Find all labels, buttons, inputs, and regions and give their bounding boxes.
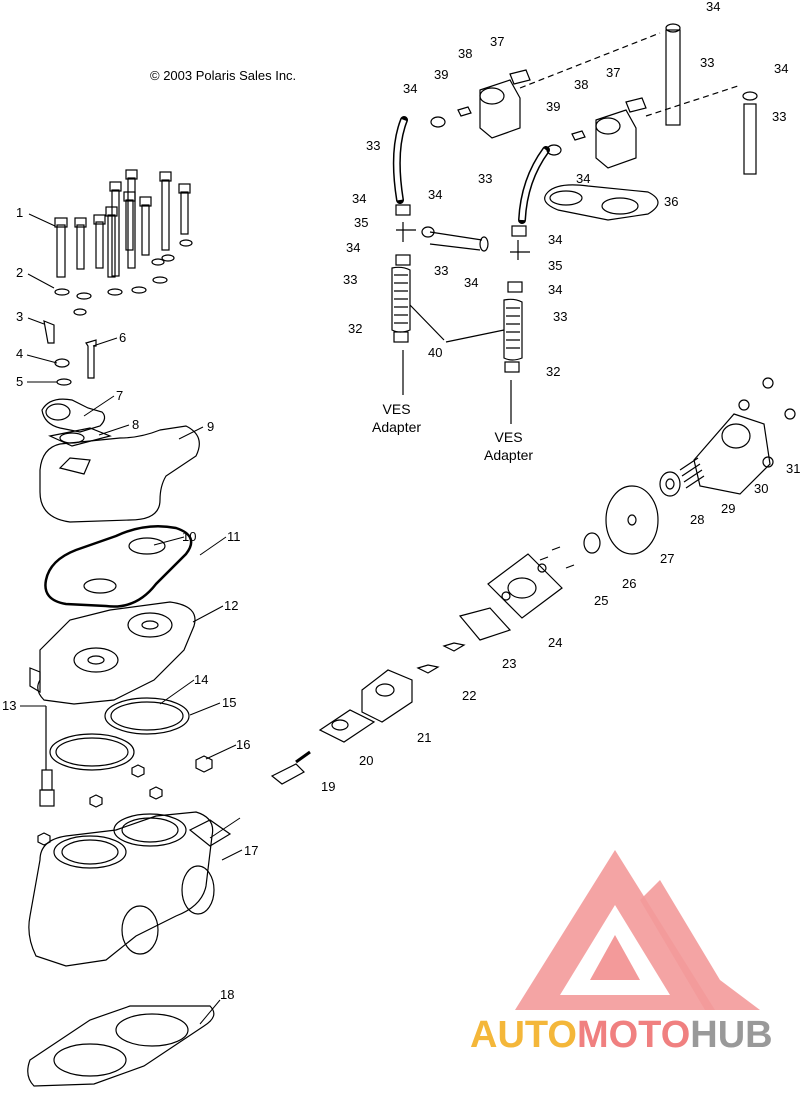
- brand-auto: AUTO: [470, 1014, 577, 1056]
- callout-29: 29: [721, 501, 736, 516]
- callout-6: 6: [119, 330, 127, 345]
- callout-31: 31: [786, 461, 800, 476]
- callout-11: 11: [227, 529, 241, 544]
- callout-34: 34: [352, 191, 367, 206]
- callout-13: 13: [2, 698, 17, 713]
- ves-adapter-label-right: VES Adapter: [484, 428, 533, 464]
- callout-38: 38: [458, 46, 473, 61]
- copyright-text: © 2003 Polaris Sales Inc.: [150, 68, 297, 83]
- callout-16: 16: [236, 737, 251, 752]
- callout-37: 37: [606, 65, 621, 80]
- callout-27: 27: [660, 551, 675, 566]
- callout-34: 34: [548, 232, 563, 247]
- callout-36: 36: [664, 194, 679, 209]
- ves-adapter-label-left: VES Adapter: [372, 400, 421, 436]
- callout-24: 24: [548, 635, 563, 650]
- callout-9: 9: [207, 419, 215, 434]
- callout-28: 28: [690, 512, 705, 527]
- ves-label-line1: VES: [382, 401, 411, 417]
- callout-34: 34: [403, 81, 418, 96]
- callout-18: 18: [220, 987, 235, 1002]
- leader-lines: [20, 213, 243, 1025]
- callout-3: 3: [16, 309, 24, 324]
- callout-34: 34: [706, 0, 721, 14]
- callout-30: 30: [754, 481, 769, 496]
- callout-1: 1: [16, 205, 24, 220]
- callout-33: 33: [478, 171, 493, 186]
- callout-2: 2: [16, 265, 24, 280]
- callout-5: 5: [16, 374, 24, 389]
- head-bolts: [54, 169, 191, 278]
- callout-19: 19: [321, 779, 336, 794]
- callout-35: 35: [354, 215, 369, 230]
- callout-25: 25: [594, 593, 609, 608]
- ves-label-line2: Adapter: [484, 447, 534, 463]
- callout-33: 33: [772, 109, 787, 124]
- callout-33: 33: [553, 309, 568, 324]
- callout-37: 37: [490, 34, 505, 49]
- callout-33: 33: [343, 272, 358, 287]
- callout-8: 8: [132, 417, 140, 432]
- callout-34: 34: [548, 282, 563, 297]
- callout-40: 40: [428, 345, 443, 360]
- ves-label-line1: VES: [494, 429, 523, 445]
- callout-35: 35: [548, 258, 563, 273]
- callout-10: 10: [182, 529, 197, 544]
- callout-38: 38: [574, 77, 589, 92]
- callout-33: 33: [700, 55, 715, 70]
- washers: [54, 239, 193, 316]
- callout-39: 39: [546, 99, 561, 114]
- callout-32: 32: [348, 321, 363, 336]
- callout-23: 23: [502, 656, 517, 671]
- callout-33: 33: [366, 138, 381, 153]
- callout-7: 7: [116, 388, 124, 403]
- callout-26: 26: [622, 576, 637, 591]
- callout-34: 34: [428, 187, 443, 202]
- brand-hub: HUB: [690, 1014, 773, 1056]
- brand-moto: MOTO: [576, 1014, 691, 1056]
- watermark-logo: [515, 850, 760, 1010]
- callout-22: 22: [462, 688, 477, 703]
- callout-21: 21: [417, 730, 432, 745]
- callout-33: 33: [434, 263, 449, 278]
- callout-20: 20: [359, 753, 374, 768]
- callout-4: 4: [16, 346, 24, 361]
- callout-32: 32: [546, 364, 561, 379]
- callout-12: 12: [224, 598, 239, 613]
- callout-17: 17: [244, 843, 259, 858]
- callout-34: 34: [346, 240, 361, 255]
- callout-15: 15: [222, 695, 237, 710]
- watermark-brand-text: AUTOMOTOHUB: [470, 1014, 773, 1057]
- callout-14: 14: [194, 672, 209, 687]
- callout-34: 34: [464, 275, 479, 290]
- ves-label-line2: Adapter: [372, 419, 422, 435]
- callout-34: 34: [774, 61, 789, 76]
- callout-39: 39: [434, 67, 449, 82]
- callout-34: 34: [576, 171, 591, 186]
